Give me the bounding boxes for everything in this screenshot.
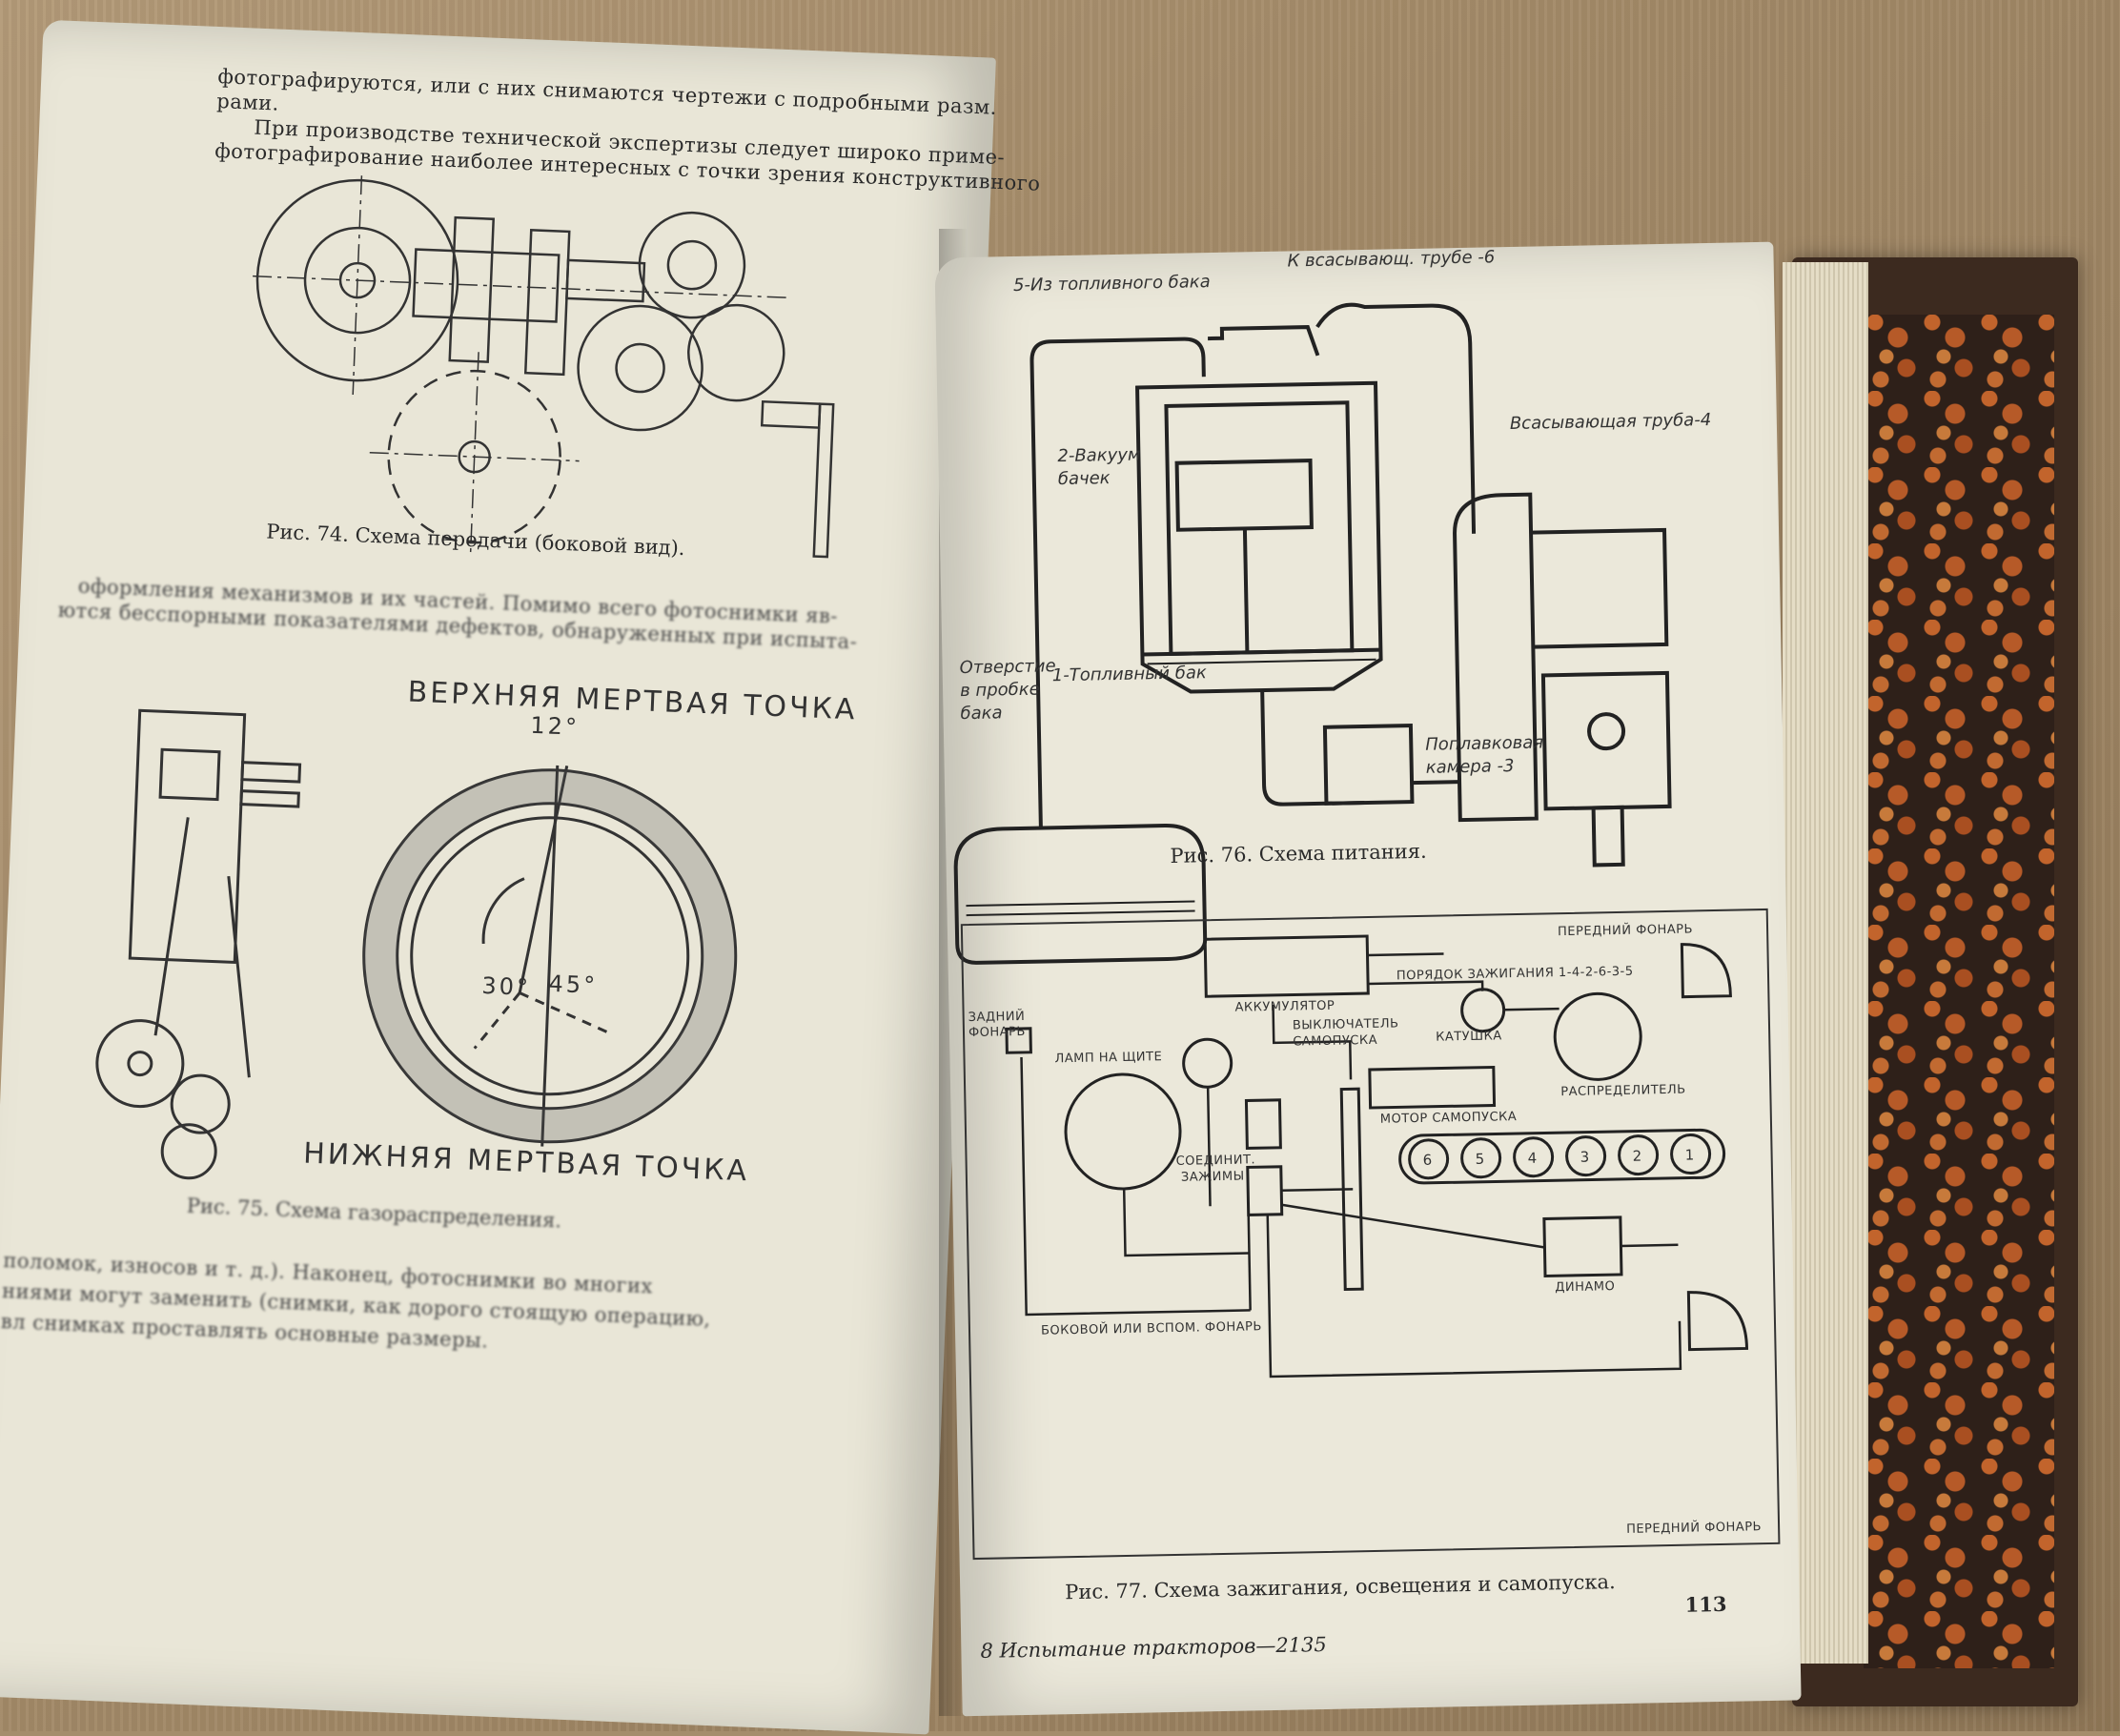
front-lamp-top-label: ПЕРЕДНИЙ ФОНАРЬ bbox=[1557, 922, 1694, 940]
dash-lamp-label: ЛАМП НА ЩИТЕ bbox=[1054, 1050, 1163, 1067]
terminals-label-2: ЗАЖИМЫ bbox=[1180, 1169, 1245, 1185]
fig77-ignition-lighting-starter-diagram bbox=[960, 908, 1781, 1561]
cylinder-label: 5 bbox=[1475, 1150, 1485, 1168]
starter-motor-label: МОТОР САМОПУСКА bbox=[1379, 1110, 1518, 1127]
dynamo-label: ДИНАМО bbox=[1555, 1279, 1616, 1296]
battery-label: АККУМУЛЯТОР bbox=[1234, 998, 1335, 1015]
left-text-line-1: фотографируются, или с них снимаются чер… bbox=[217, 65, 998, 119]
marbled-cover-pattern bbox=[1864, 315, 2054, 1668]
cylinder-label: 1 bbox=[1684, 1146, 1695, 1164]
left-page: фотографируются, или с них снимаются чер… bbox=[0, 19, 1041, 1735]
coil-label: КАТУШКА bbox=[1436, 1029, 1502, 1045]
front-lamp-bottom-label: ПЕРЕДНИЙ ФОНАРЬ bbox=[1625, 1520, 1763, 1537]
fig75-valve-timing-diagram bbox=[95, 708, 738, 1180]
cylinder-label: 4 bbox=[1527, 1149, 1538, 1167]
cylinder-label: 2 bbox=[1632, 1147, 1642, 1165]
left-text-line-2: рами. bbox=[215, 90, 280, 115]
angle-12-label: 12° bbox=[529, 711, 581, 741]
rear-lamp-label-1: ЗАДНИЙ bbox=[968, 1009, 1026, 1026]
cylinder-label: 3 bbox=[1580, 1148, 1590, 1166]
angle-45-label: 45° bbox=[548, 970, 599, 999]
terminals-label-1: СОЕДИНИТ. bbox=[1175, 1153, 1256, 1169]
right-page: 5-Из топливного бака К всасывающ. трубе … bbox=[934, 241, 1802, 1717]
cylinder-label: 6 bbox=[1422, 1151, 1433, 1169]
starter-switch-label-1: ВЫКЛЮЧАТЕЛЬ bbox=[1292, 1016, 1399, 1033]
page-number: 113 bbox=[1684, 1591, 1727, 1617]
rear-lamp-label-2: ФОНАРЬ bbox=[968, 1024, 1027, 1041]
starter-switch-label-2: САМОПУСКА bbox=[1293, 1032, 1378, 1050]
angle-30-label: 30° bbox=[480, 971, 532, 1001]
fig76-fuel-system-diagram bbox=[953, 302, 1672, 965]
page-edges bbox=[1783, 262, 1868, 1664]
fig75-caption: Рис. 75. Схема газораспределения. bbox=[186, 1194, 562, 1233]
fig74-transmission-diagram bbox=[253, 175, 835, 559]
distributor-label: РАСПРЕДЕЛИТЕЛЬ bbox=[1560, 1082, 1686, 1100]
